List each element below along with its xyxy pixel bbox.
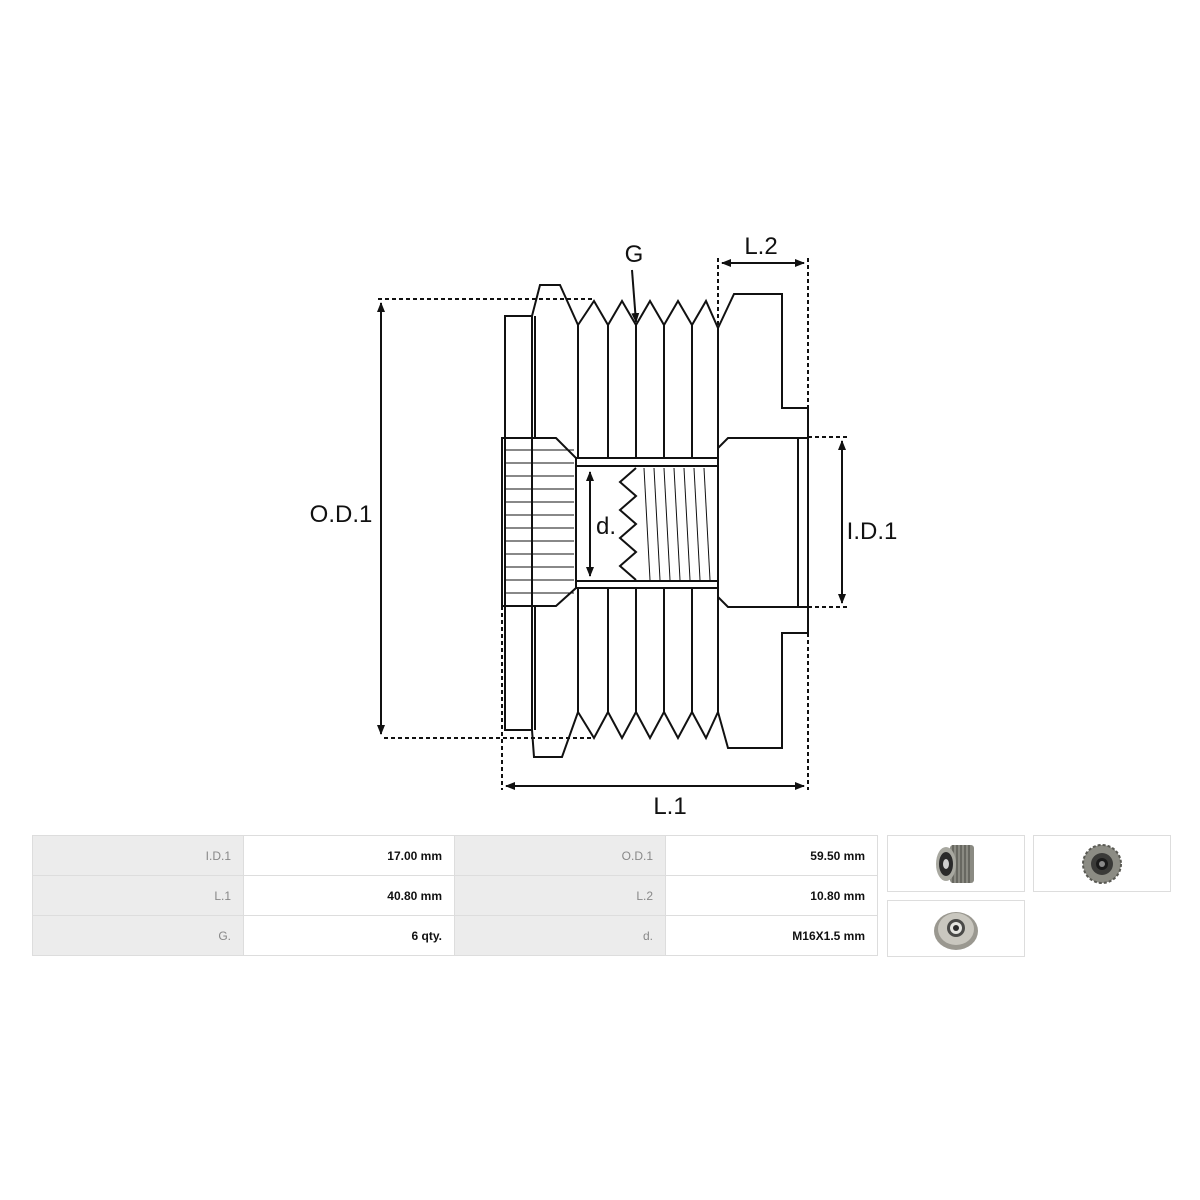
label-inner-diameter: I.D.1 bbox=[847, 518, 898, 545]
spec-label: d. bbox=[454, 915, 666, 956]
hub-hatch bbox=[504, 449, 574, 594]
spec-value: 17.00 mm bbox=[243, 835, 455, 876]
table-row: I.D.1 17.00 mm O.D.1 59.50 mm bbox=[32, 835, 878, 876]
spec-value: 40.80 mm bbox=[243, 875, 455, 916]
label-outer-diameter: O.D.1 bbox=[310, 501, 373, 528]
spec-label: I.D.1 bbox=[32, 835, 244, 876]
pulley-back-photo-thumbnail[interactable] bbox=[887, 900, 1025, 957]
pulley-back-photo-icon bbox=[934, 912, 978, 950]
table-row: G. 6 qty. d. M16X1.5 mm bbox=[32, 915, 878, 956]
spec-label: L.2 bbox=[454, 875, 666, 916]
spec-label: L.1 bbox=[32, 875, 244, 916]
pulley-front-photo-icon bbox=[1082, 844, 1122, 884]
spec-label: O.D.1 bbox=[454, 835, 666, 876]
pulley-side-photo-icon bbox=[936, 845, 974, 883]
table-row: L.1 40.80 mm L.2 10.80 mm bbox=[32, 875, 878, 916]
dimension-lines bbox=[377, 258, 848, 790]
spec-value: M16X1.5 mm bbox=[665, 915, 878, 956]
pulley-side-photo-thumbnail[interactable] bbox=[887, 835, 1025, 892]
pulley-technical-drawing: G L.2 O.D.1 I.D.1 d. L.1 bbox=[310, 233, 898, 820]
label-groove: G bbox=[625, 241, 644, 268]
pulley-front-photo-thumbnail[interactable] bbox=[1033, 835, 1171, 892]
spec-value: 6 qty. bbox=[243, 915, 455, 956]
label-thread: d. bbox=[596, 513, 616, 540]
pulley-outline bbox=[501, 284, 809, 758]
spec-value: 59.50 mm bbox=[665, 835, 878, 876]
label-length1: L.1 bbox=[653, 793, 686, 820]
spec-value: 10.80 mm bbox=[665, 875, 878, 916]
spec-label: G. bbox=[32, 915, 244, 956]
label-length2: L.2 bbox=[744, 233, 777, 260]
thread-hatch bbox=[643, 467, 711, 581]
specifications-table: I.D.1 17.00 mm O.D.1 59.50 mm L.1 40.80 … bbox=[32, 835, 878, 956]
